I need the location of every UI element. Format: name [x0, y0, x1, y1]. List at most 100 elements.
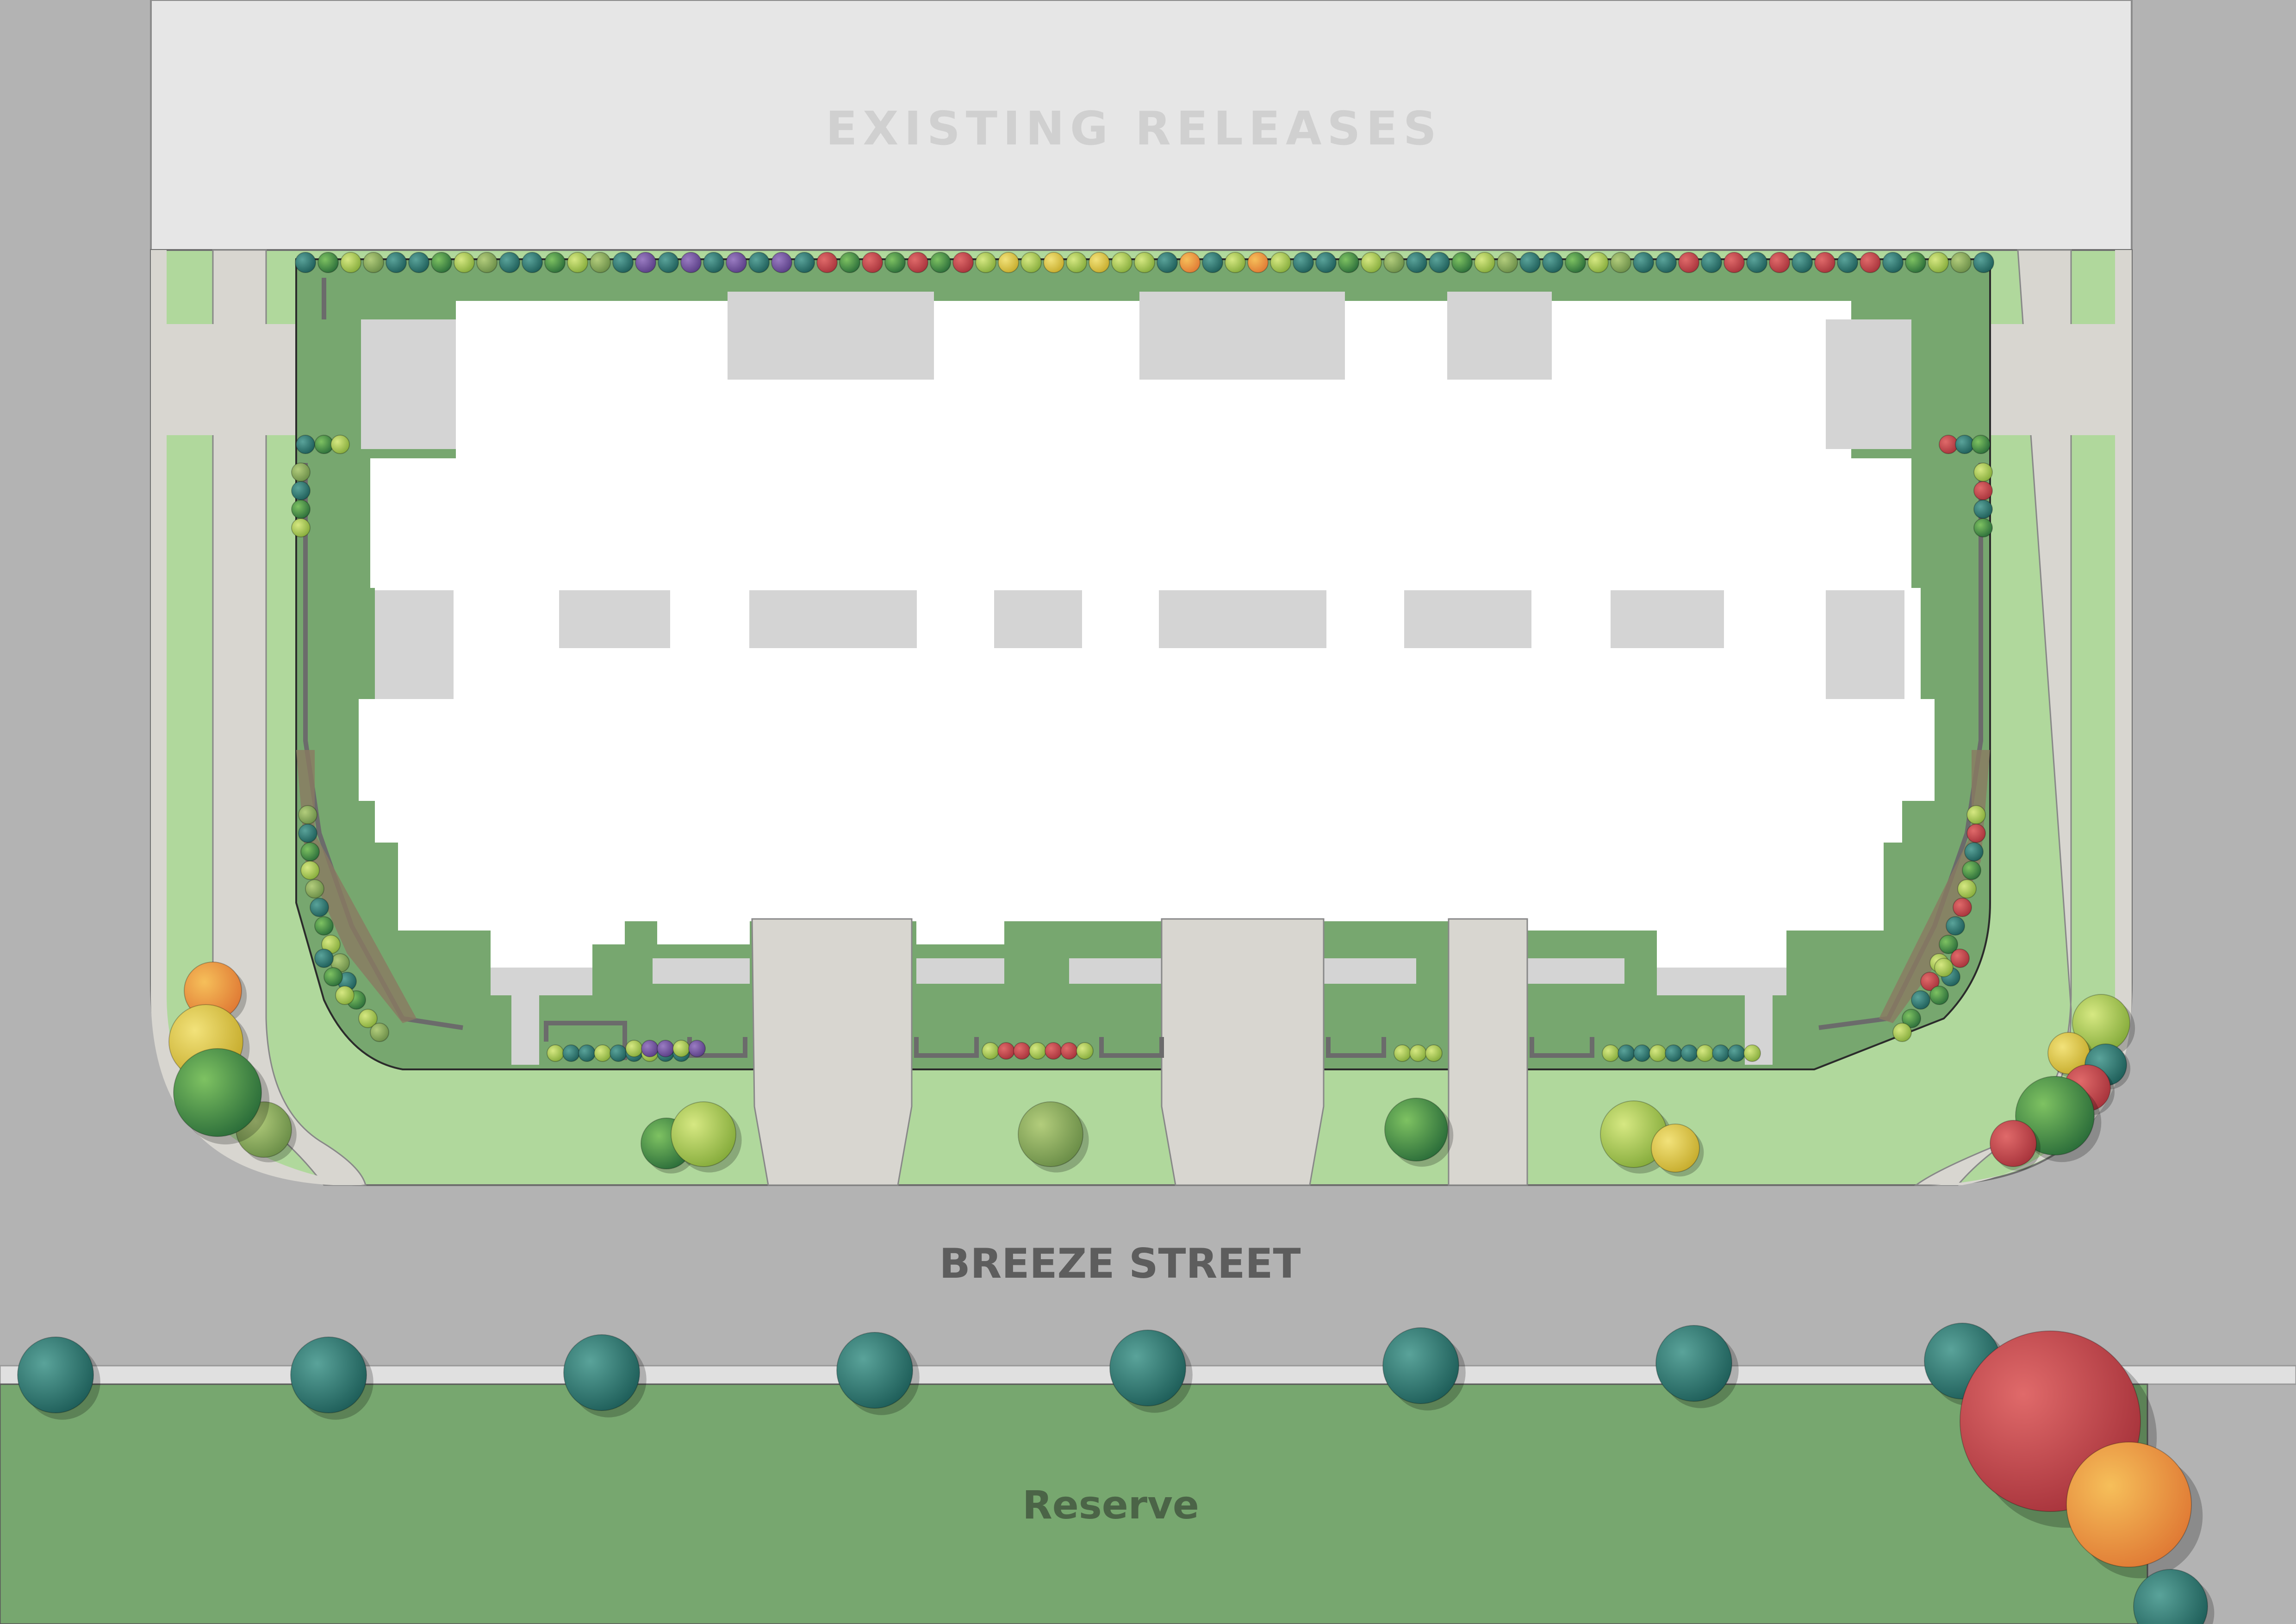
shrub-icon: [1429, 252, 1450, 273]
shrub-icon: [1649, 1044, 1667, 1062]
shrub-icon: [314, 949, 334, 968]
shrub-icon: [296, 435, 315, 454]
shrub-icon: [612, 252, 634, 273]
shrub-icon: [1451, 252, 1473, 273]
shrub-icon: [1837, 252, 1858, 273]
shrub-icon: [1633, 252, 1654, 273]
shrub-icon: [998, 252, 1019, 273]
shrub-icon: [1911, 990, 1930, 1010]
shrub-icon: [310, 898, 329, 917]
shrub-icon: [1043, 252, 1064, 273]
shrub-icon: [1743, 1044, 1761, 1062]
shrub-icon: [680, 252, 702, 273]
tree-icon: [1651, 1124, 1700, 1173]
shrub-icon: [1610, 252, 1631, 273]
shrub-icon: [839, 252, 860, 273]
shrub-icon: [295, 252, 316, 273]
shrub-icon: [1497, 252, 1518, 273]
existing-releases-label: EXISTING RELEASES: [826, 101, 1442, 156]
shrub-icon: [1973, 252, 1994, 273]
shrub-icon: [1602, 1044, 1619, 1062]
shrub-icon: [1950, 252, 1972, 273]
shrub-icon: [884, 252, 906, 273]
shrub-icon: [300, 842, 320, 862]
shrub-icon: [907, 252, 928, 273]
shrub-icon: [1746, 252, 1767, 273]
roof-details: [361, 292, 1911, 1065]
shrub-icon: [567, 252, 588, 273]
shrub-icon: [291, 518, 311, 537]
tree-icon: [173, 1048, 262, 1137]
shrub-icon: [1966, 805, 1986, 824]
shrub-icon: [317, 252, 339, 273]
side-shrubs: [291, 435, 1993, 1062]
shrub-icon: [1270, 252, 1291, 273]
shrub-icon: [1089, 252, 1110, 273]
shrub-icon: [1769, 252, 1790, 273]
shrub-icon: [1029, 1042, 1046, 1060]
tree-icon: [2133, 1569, 2208, 1624]
tree-icon: [1109, 1330, 1186, 1406]
shrub-icon: [1665, 1044, 1682, 1062]
shrub-icon: [291, 500, 311, 519]
shrub-icon: [298, 805, 317, 824]
shrub-icon: [1247, 252, 1269, 273]
shrub-icon: [1565, 252, 1586, 273]
tree-icon: [671, 1101, 736, 1167]
shrub-icon: [1860, 252, 1881, 273]
shrub-icon: [1728, 1044, 1745, 1062]
shrub-icon: [1724, 252, 1745, 273]
shrub-icon: [594, 1044, 611, 1062]
shrub-icon: [1792, 252, 1813, 273]
shrub-icon: [1020, 252, 1042, 273]
shrub-icon: [1066, 252, 1087, 273]
shrub-icon: [1013, 1042, 1031, 1060]
reserve-label: Reserve: [1022, 1482, 1199, 1528]
tree-icon: [836, 1332, 913, 1409]
shrub-icon: [291, 462, 311, 482]
shrub-icon: [1202, 252, 1223, 273]
shrub-icon: [476, 252, 498, 273]
shrub-icon: [726, 252, 747, 273]
shrub-icon: [298, 824, 317, 843]
shrub-icon: [1542, 252, 1563, 273]
shrub-icon: [816, 252, 838, 273]
shrub-icon: [522, 252, 543, 273]
shrub-icon: [1519, 252, 1541, 273]
shrub-icon: [982, 1042, 999, 1060]
shrub-icon: [1712, 1044, 1730, 1062]
shrub-icon: [1409, 1044, 1427, 1062]
tree-icon: [17, 1337, 94, 1413]
shrub-icon: [1973, 481, 1993, 500]
shrub-icon: [975, 252, 996, 273]
shrub-icon: [1973, 500, 1993, 519]
shrub-icon: [1902, 1009, 1921, 1028]
shrub-icon: [952, 252, 974, 273]
street-trees: [17, 962, 2215, 1624]
shrub-icon: [562, 1044, 580, 1062]
shrub-icon: [1633, 1044, 1651, 1062]
shrub-icon: [1587, 252, 1609, 273]
shrub-icon: [1338, 252, 1359, 273]
shrub-icon: [335, 986, 355, 1005]
shrub-icon: [1973, 462, 1993, 482]
street-label: BREEZE STREET: [939, 1240, 1300, 1287]
shrub-icon: [386, 252, 407, 273]
shrub-icon: [794, 252, 815, 273]
shrub-icon: [1814, 252, 1836, 273]
shrub-icon: [771, 252, 792, 273]
shrub-icon: [1179, 252, 1201, 273]
tree-icon: [1018, 1101, 1083, 1167]
tree-icon: [1384, 1098, 1448, 1162]
shrub-icon: [408, 252, 429, 273]
tree-icon: [1990, 1120, 2037, 1167]
tree-icon: [2066, 1442, 2192, 1568]
right-footpath-edge: [1930, 250, 2132, 1185]
shrub-icon: [862, 252, 883, 273]
shrub-icon: [358, 1009, 378, 1028]
shrub-icon: [578, 1044, 596, 1062]
shrub-icon: [1920, 972, 1940, 991]
shrub-icon: [370, 1023, 389, 1042]
shrub-icon: [1971, 435, 1991, 454]
